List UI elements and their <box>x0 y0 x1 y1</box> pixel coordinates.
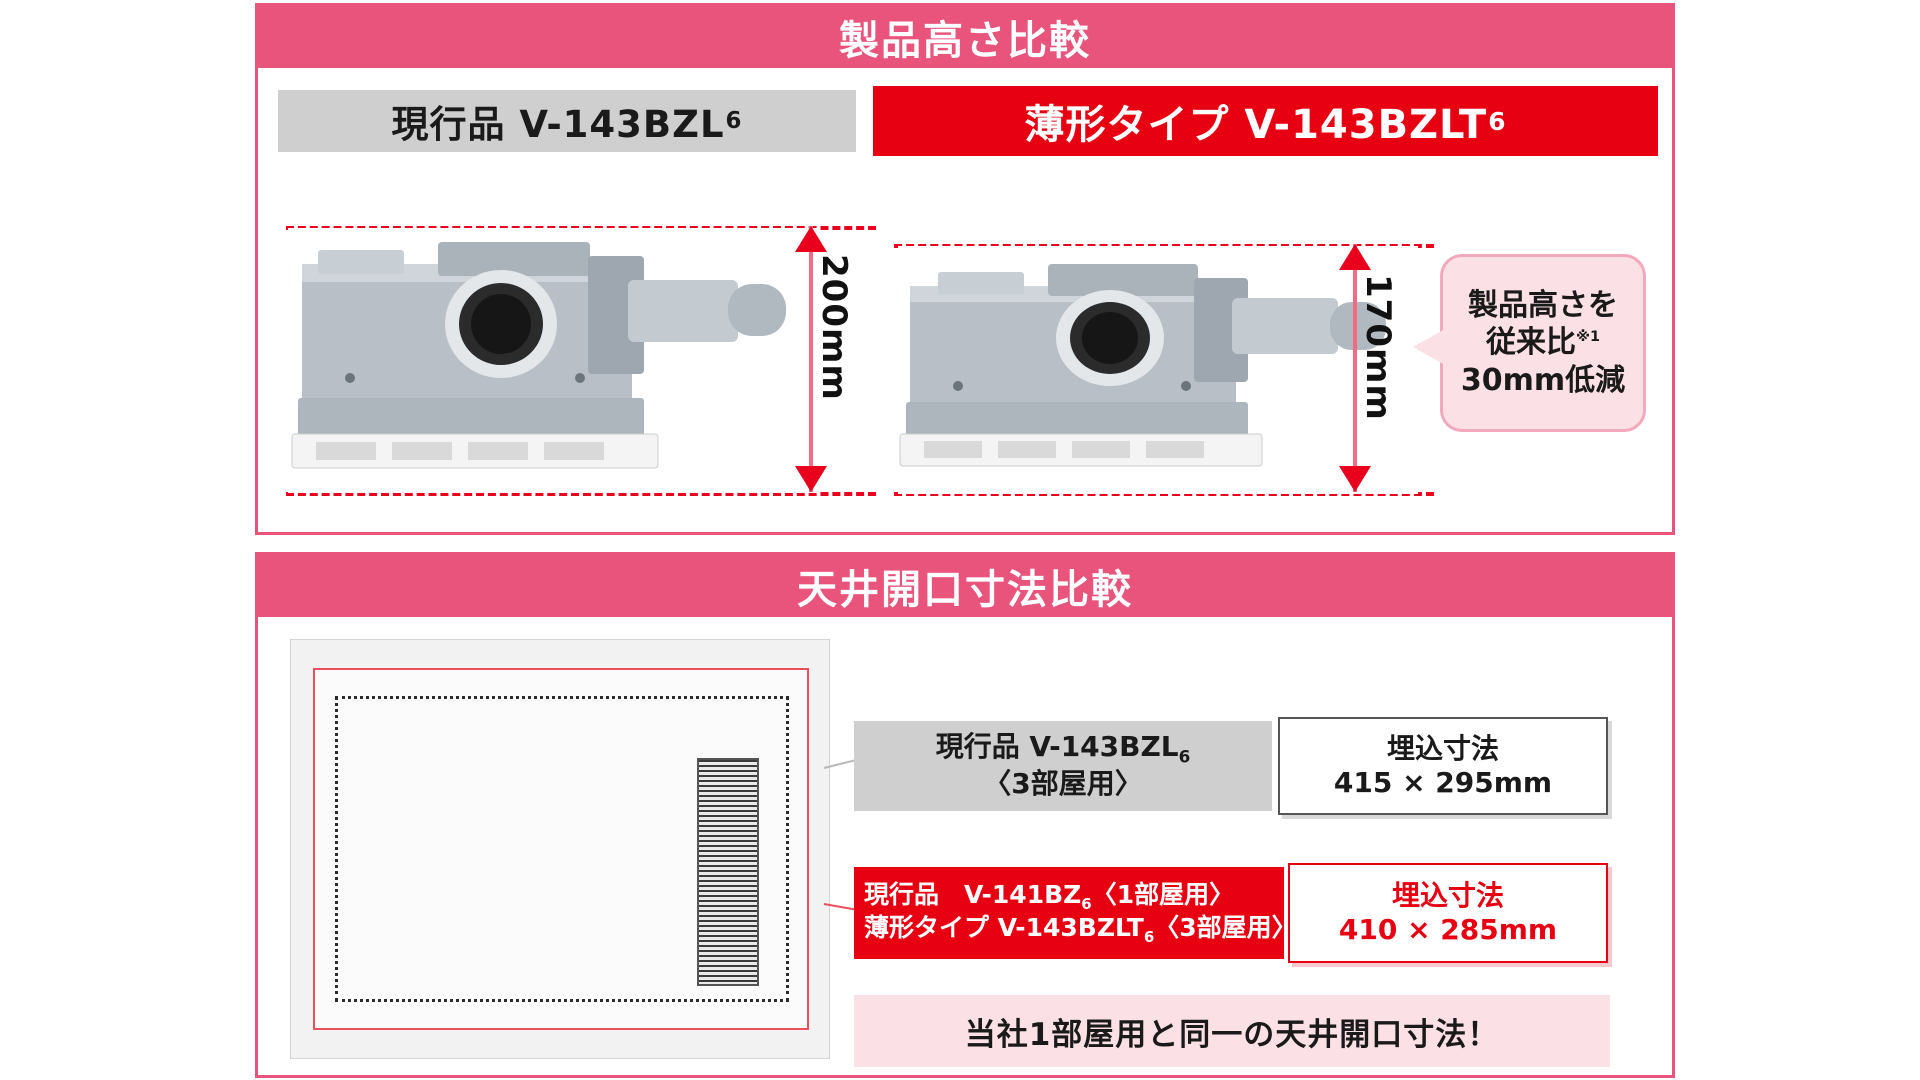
dimension-label-current: 埋込寸法 <box>1386 731 1499 765</box>
callout-height-reduction: 製品高さを 従来比※1 30mm低減 <box>1413 254 1646 432</box>
ceiling-opening-outline-red <box>313 668 809 1030</box>
dimension-label-current-height: 200mm <box>814 254 854 401</box>
current-model-line-2: 〈3部屋用〉 <box>983 767 1143 801</box>
dimension-bar <box>809 226 813 492</box>
callout-line-2-wrap: 従来比※1 <box>1486 324 1600 362</box>
dimension-bar <box>1353 244 1357 492</box>
callout-line-3: 30mm低減 <box>1460 362 1626 398</box>
section-ceiling-body: 現行品 V-143BZL6 〈3部屋用〉 埋込寸法 415 × 295mm 現行… <box>258 617 1672 1079</box>
callout-tail <box>1413 329 1445 365</box>
dimension-value-new: 410 × 285mm <box>1338 913 1558 946</box>
current-model-line-1: 現行品 V-143BZL6 <box>935 730 1191 767</box>
dimension-arrow-new-height <box>1332 244 1378 492</box>
callout-line-2: 従来比 <box>1485 325 1576 361</box>
arrow-head-down-icon <box>795 466 827 492</box>
dimension-label-new-height: 170mm <box>1358 274 1398 421</box>
ceiling-opening-outline-dotted <box>335 696 789 1002</box>
photo-current-unit-svg <box>291 242 786 469</box>
section-ceiling-title: 天井開口寸法比較 <box>258 555 1672 617</box>
arrow-head-down-icon <box>1339 466 1371 492</box>
ceiling-panel-illustration <box>290 639 830 1059</box>
dimension-value-current: 415 × 295mm <box>1333 766 1553 799</box>
callout-footnote-marker: ※1 <box>1575 329 1600 346</box>
dimension-box-current: 埋込寸法 415 × 295mm <box>1278 717 1608 815</box>
dimension-label-new: 埋込寸法 <box>1391 878 1504 912</box>
ceiling-grille-icon <box>697 758 759 986</box>
new-model-line-2: 薄形タイプ V-143BZLT6〈3部屋用〉 <box>864 913 1297 946</box>
callout-line-1: 製品高さを <box>1468 287 1618 323</box>
new-model-name: 薄形タイプ V-143BZLT <box>1024 102 1488 148</box>
arrow-head-up-icon <box>795 226 827 252</box>
photo-new-unit <box>898 246 1418 494</box>
section-ceiling-opening: 天井開口寸法比較 現行品 V-143BZL6 〈3部屋用〉 埋込寸法 415 ×… <box>255 552 1675 1078</box>
dimension-arrow-current-height <box>788 226 834 492</box>
arrow-head-up-icon <box>1339 244 1371 270</box>
guide-line-bottom-new <box>894 492 1434 496</box>
dimension-box-new: 埋込寸法 410 × 285mm <box>1288 863 1608 963</box>
banner-same-opening-size: 当社1部屋用と同一の天井開口寸法！ <box>854 995 1610 1067</box>
new-model-suffix: 6 <box>1488 106 1507 136</box>
new-model-line-1: 現行品 V-141BZ6〈1部屋用〉 <box>864 879 1235 913</box>
label-current-model-ceiling: 現行品 V-143BZL6 〈3部屋用〉 <box>854 721 1272 811</box>
current-model-name: 現行品 V-143BZL <box>391 103 725 146</box>
photo-current-unit <box>288 228 818 493</box>
label-new-model-ceiling: 現行品 V-141BZ6〈1部屋用〉 薄形タイプ V-143BZLT6〈3部屋用… <box>854 867 1297 959</box>
section-height-title: 製品高さ比較 <box>258 6 1672 68</box>
guide-line-bottom-current <box>286 492 876 496</box>
current-model-suffix: 6 <box>725 108 743 134</box>
photo-new-unit-svg <box>899 264 1386 467</box>
